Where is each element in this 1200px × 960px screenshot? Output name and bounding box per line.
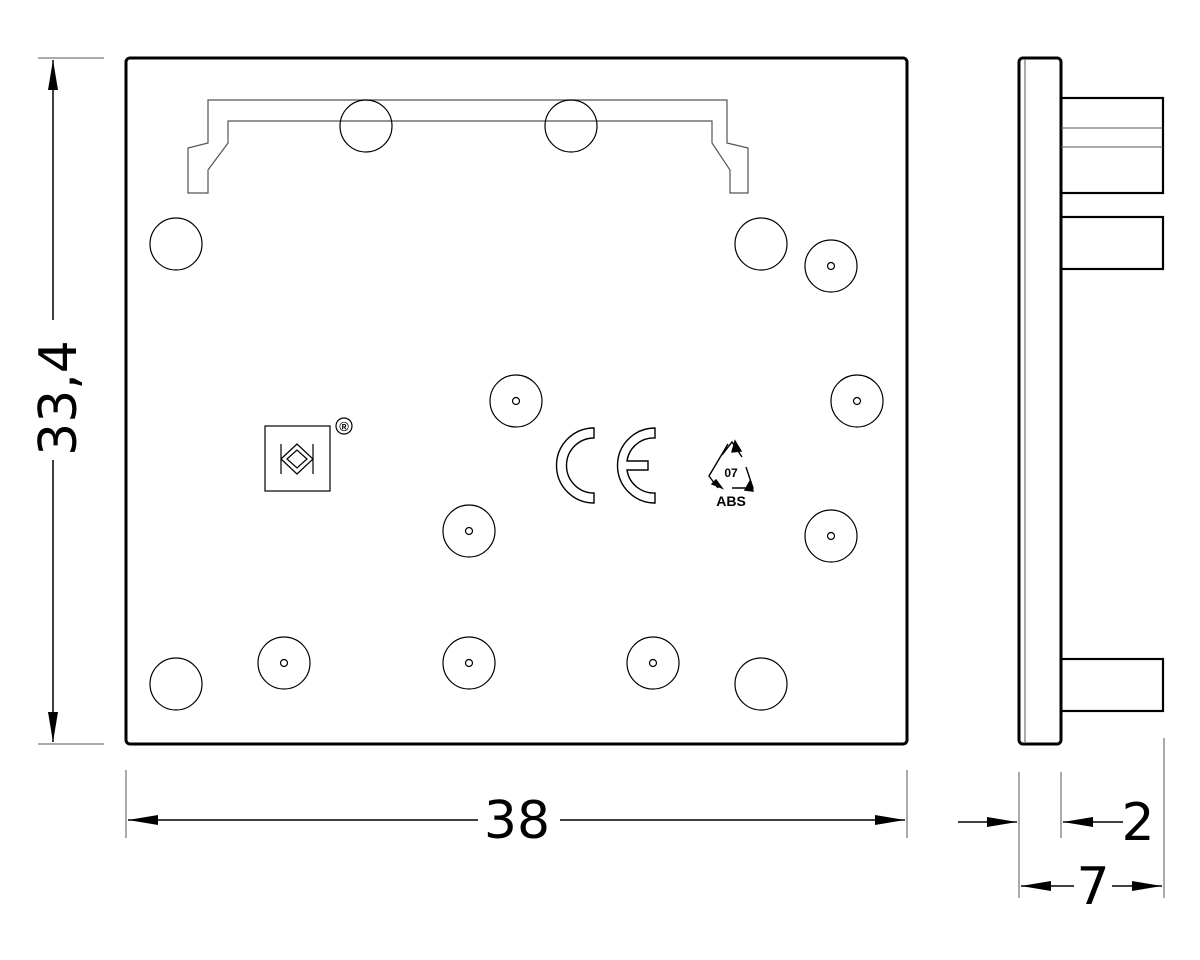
front-plate-outline xyxy=(124,56,909,746)
side-tab-lower xyxy=(1059,657,1165,713)
side-view xyxy=(1017,56,1165,746)
recycle-material: ABS xyxy=(716,493,746,509)
recycle-code: 07 xyxy=(724,466,738,480)
dotted-pad xyxy=(442,636,496,690)
dotted-pad xyxy=(804,509,858,563)
recycle-icon xyxy=(708,439,754,492)
clip-rail-outer xyxy=(187,99,749,194)
dimension-height-label: 33,4 xyxy=(29,340,89,456)
pad xyxy=(734,657,788,711)
pad xyxy=(149,657,203,711)
side-tab-middle xyxy=(1059,215,1165,271)
ce-mark-icon xyxy=(555,427,656,504)
side-flange xyxy=(1017,56,1063,746)
plain-pads xyxy=(149,99,788,711)
pad xyxy=(544,99,598,153)
dotted-pad xyxy=(626,636,680,690)
registered-circle xyxy=(335,417,353,435)
km-logo-icon xyxy=(264,425,331,492)
dimension-depth-label: 7 xyxy=(1076,857,1109,917)
dotted-pad xyxy=(830,374,884,428)
registered-mark: ® xyxy=(339,419,349,434)
dotted-pads xyxy=(257,239,884,690)
dimension-flange-label: 2 xyxy=(1121,793,1154,853)
dimension-width xyxy=(125,770,908,838)
dotted-pad xyxy=(804,239,858,293)
pad xyxy=(149,217,203,271)
dotted-pad xyxy=(489,374,543,428)
pad xyxy=(339,99,393,153)
dimension-width-label: 38 xyxy=(484,791,550,851)
pad xyxy=(734,217,788,271)
dimension-flange xyxy=(958,738,1165,898)
dotted-pad xyxy=(257,636,311,690)
dotted-pad xyxy=(442,504,496,558)
dimension-height xyxy=(38,57,104,745)
side-tab-upper xyxy=(1059,96,1165,195)
front-view: ® 07 ABS xyxy=(124,56,909,746)
